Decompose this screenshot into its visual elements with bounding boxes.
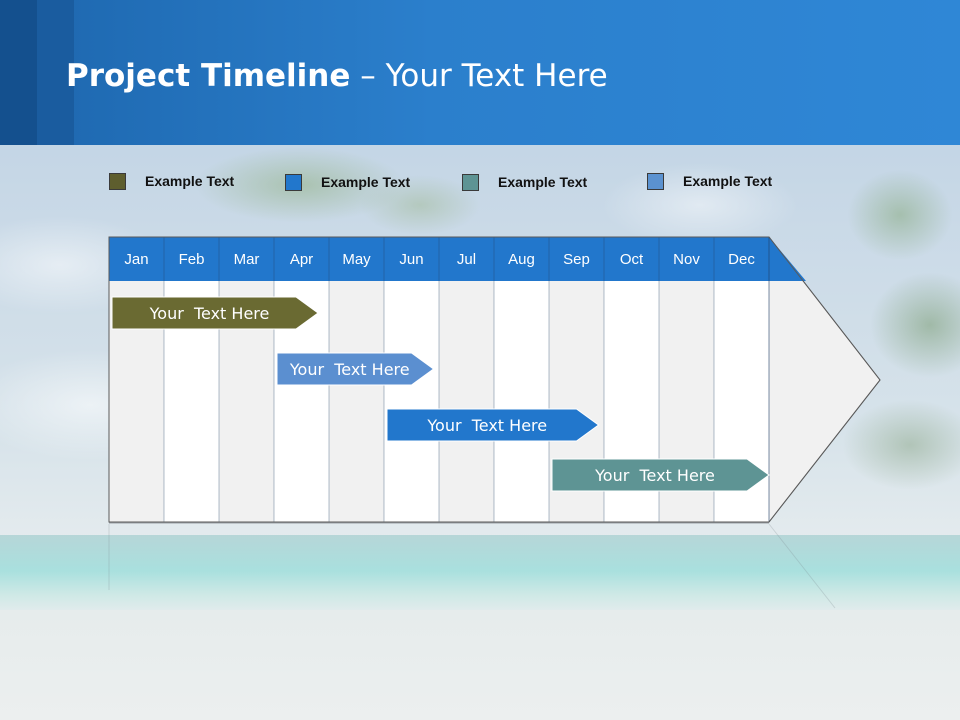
header-accent-strip — [37, 0, 74, 145]
legend-label: Example Text — [498, 174, 588, 190]
month-header-band — [109, 237, 806, 281]
legend-item-1: Example Text — [109, 171, 234, 191]
month-label: Nov — [673, 250, 700, 268]
legend-label: Example Text — [145, 173, 235, 189]
legend-swatch — [285, 173, 302, 191]
month-column — [439, 281, 494, 522]
month-label: Aug — [508, 250, 535, 268]
month-label: Apr — [289, 250, 314, 268]
legend-label: Example Text — [683, 173, 773, 189]
background-sea — [0, 535, 960, 615]
legend-swatch — [462, 173, 479, 191]
month-label: Sep — [563, 250, 590, 268]
legend-swatch — [109, 172, 126, 190]
month-column — [329, 281, 384, 522]
month-label: May — [342, 250, 371, 268]
month-label: Jul — [456, 250, 477, 268]
legend-item-2: Example Text — [285, 172, 410, 192]
month-label: Feb — [178, 250, 205, 268]
header-accent-strip — [0, 0, 37, 145]
month-label: Jun — [399, 250, 424, 268]
task-bar — [276, 352, 435, 386]
legend-item-3: Example Text — [462, 172, 587, 192]
task-bar — [111, 296, 319, 330]
month-column — [494, 281, 549, 522]
page-title: Project Timeline – Your Text Here — [66, 58, 608, 94]
legend-label: Example Text — [321, 174, 411, 190]
header-bar: Project Timeline – Your Text Here — [0, 0, 960, 145]
month-label: Jan — [124, 250, 149, 268]
legend-item-4: Example Text — [647, 171, 772, 191]
title-normal: – Your Text Here — [350, 58, 608, 94]
task-bar — [386, 408, 600, 442]
task-bar — [551, 458, 770, 492]
reflection-line — [768, 523, 836, 609]
background-sand — [0, 610, 960, 720]
month-label: Oct — [619, 250, 644, 268]
month-column — [384, 281, 439, 522]
title-bold: Project Timeline — [66, 58, 351, 94]
month-label: Mar — [233, 250, 260, 268]
legend-swatch — [647, 172, 664, 190]
month-label: Dec — [728, 250, 755, 268]
timeline-arrow-outline — [108, 236, 881, 523]
